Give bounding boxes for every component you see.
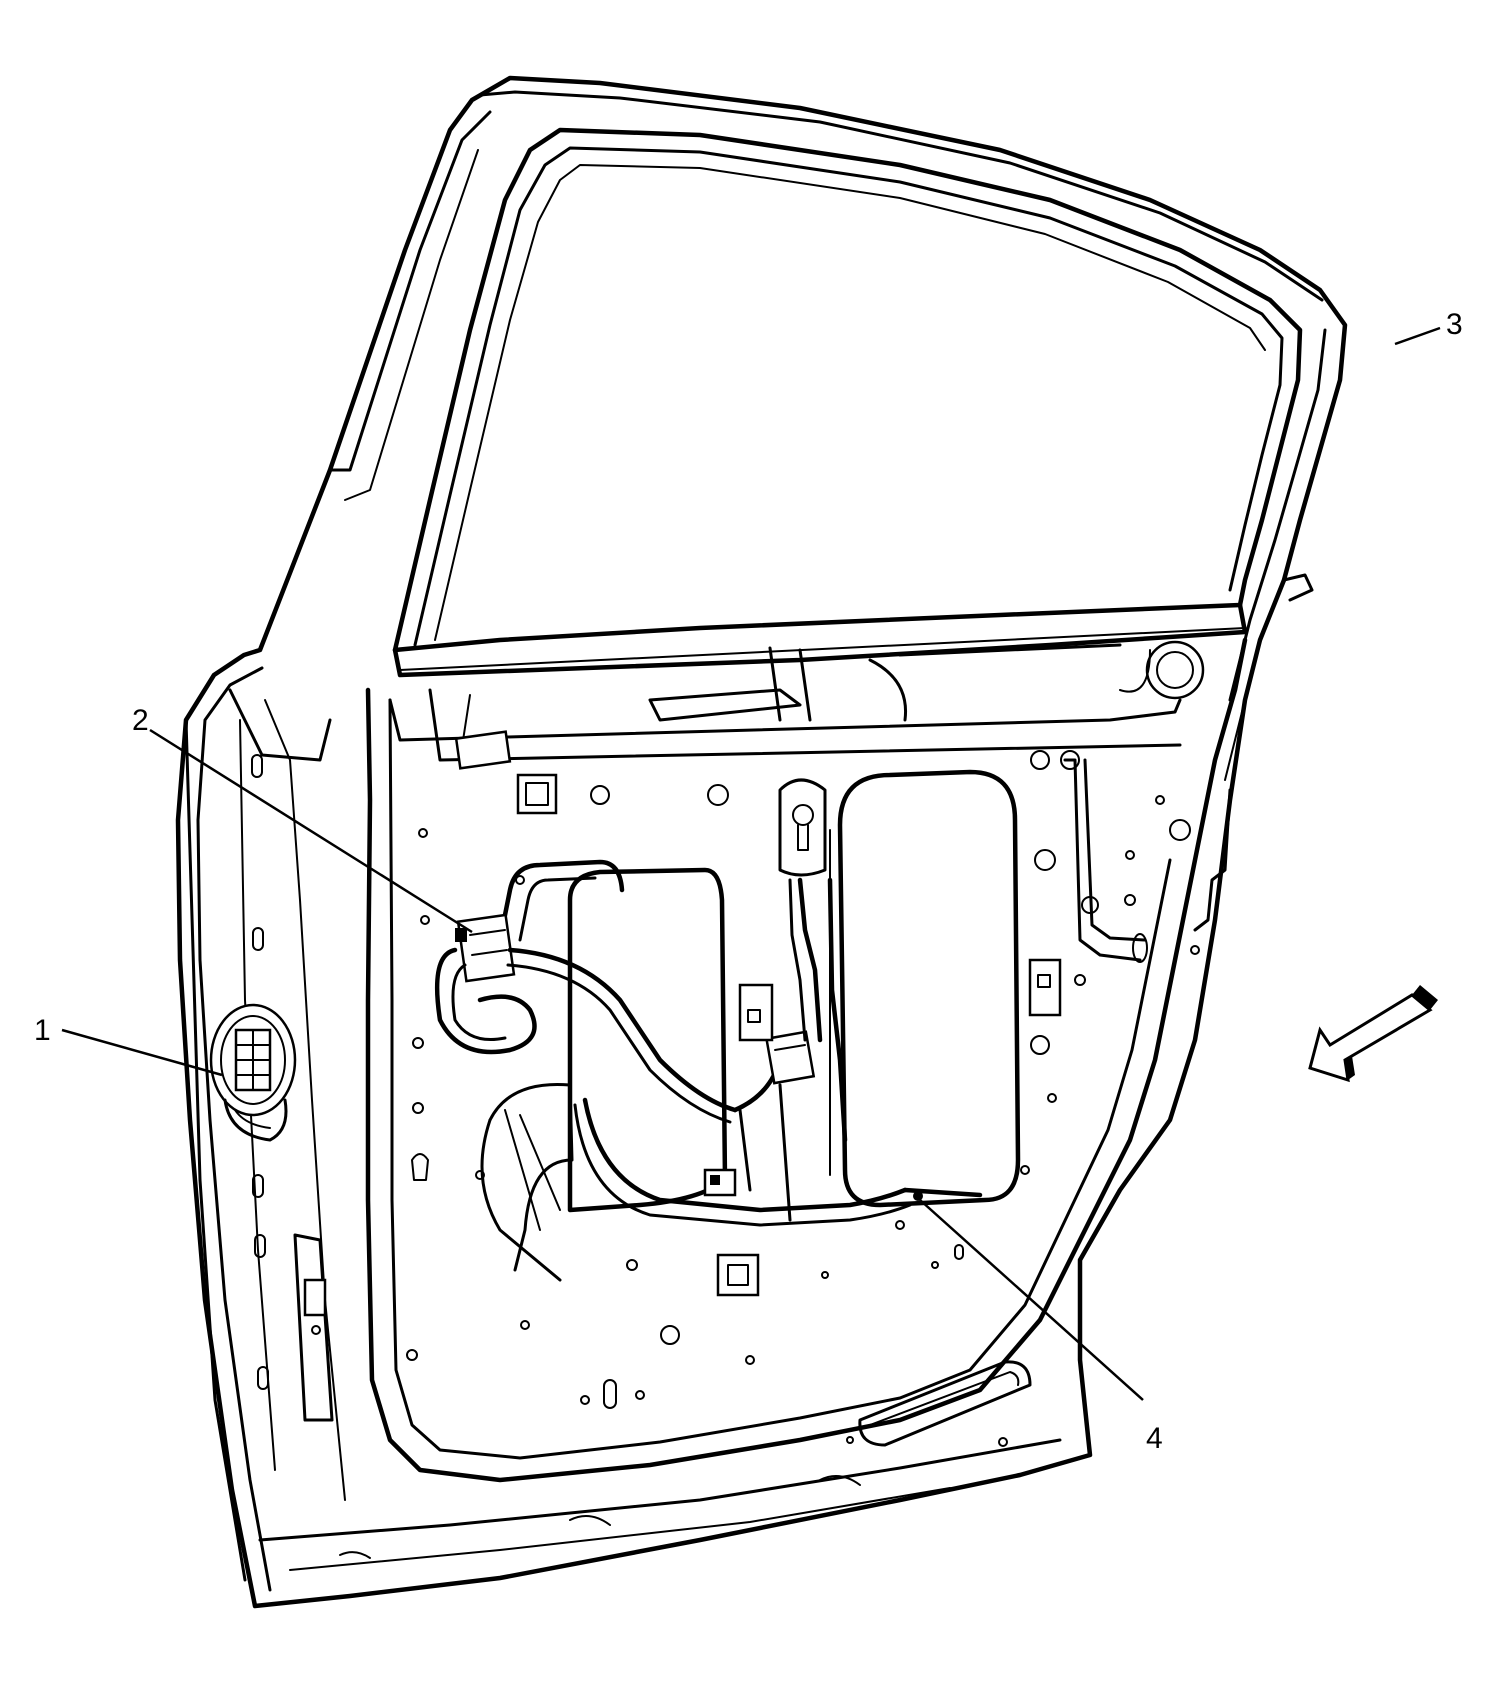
arrow-left-down-icon xyxy=(1308,985,1438,1083)
bottom-sill xyxy=(258,1360,1062,1571)
callout-4: 4 xyxy=(1146,1422,1163,1455)
inner-panel xyxy=(365,637,1248,1483)
window-frame xyxy=(328,110,1303,678)
callout-4-leader xyxy=(919,1199,1144,1401)
panel-holes xyxy=(406,750,1200,1409)
hinge-face xyxy=(184,688,346,1582)
callout-1-leader xyxy=(61,1028,223,1077)
callout-1: 1 xyxy=(34,1014,51,1047)
callout-2: 2 xyxy=(132,704,149,737)
callout-3: 3 xyxy=(1446,308,1463,341)
callout-2-leader xyxy=(149,728,473,934)
rear-edge xyxy=(1193,573,1314,932)
wiring-harness xyxy=(434,859,983,1227)
door-outer-frame xyxy=(175,75,1348,1609)
callout-3-leader xyxy=(1394,326,1441,346)
